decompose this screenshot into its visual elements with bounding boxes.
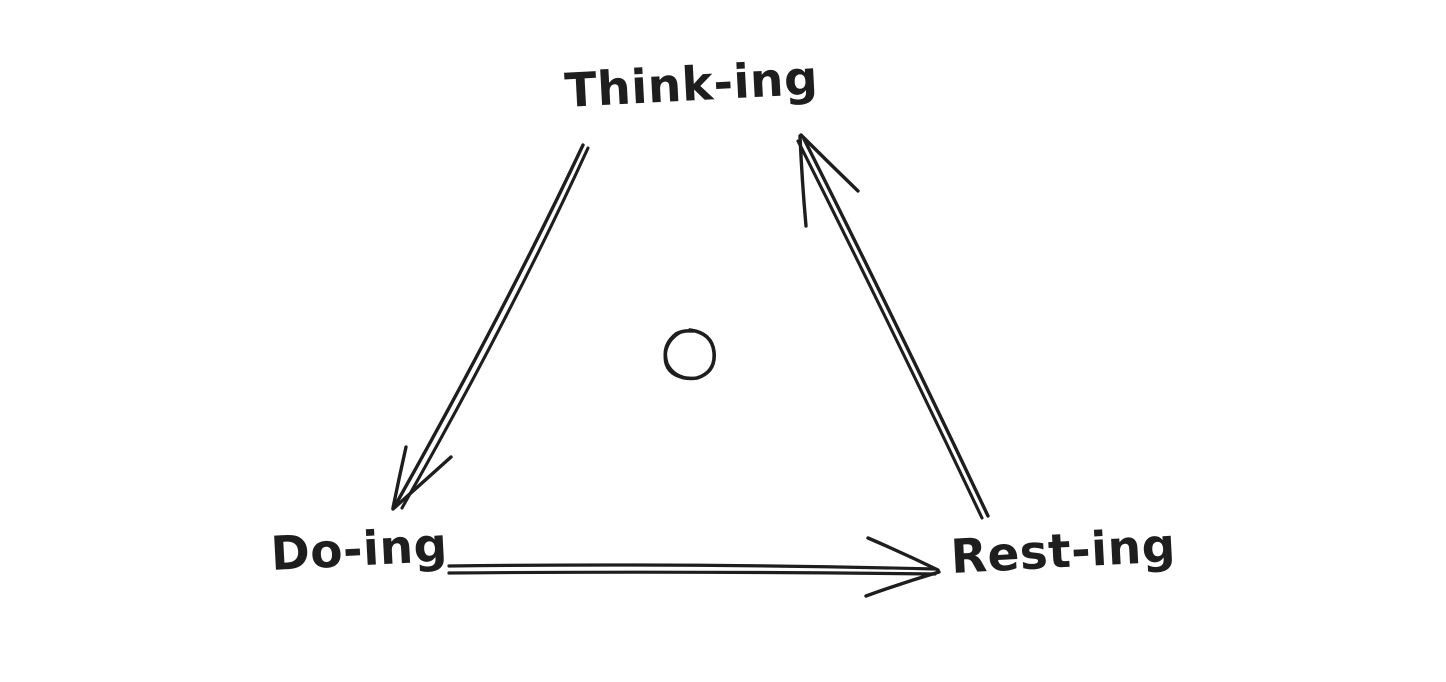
- node-label-thinking[interactable]: Think-ing: [563, 50, 820, 119]
- edge-resting-to-thinking: [796, 133, 990, 520]
- node-label-doing[interactable]: Do-ing: [269, 517, 449, 582]
- center-circle-icon: [663, 328, 716, 381]
- edge-think-to-doing: [391, 143, 590, 511]
- node-label-resting[interactable]: Rest-ing: [949, 518, 1178, 585]
- edge-doing-to-resting: [447, 536, 941, 598]
